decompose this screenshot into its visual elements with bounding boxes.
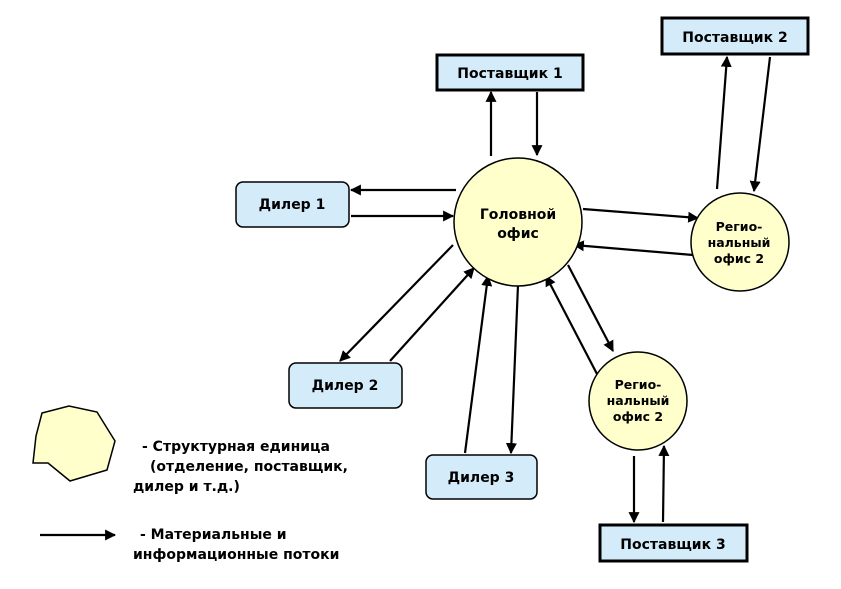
- supplier-2-node: Поставщик 2: [660, 16, 810, 56]
- legend-unit-line1: - Структурная единица: [142, 439, 330, 455]
- edge-regional-bottom-to-head: [545, 275, 598, 375]
- edge-head-to-dealer3: [505, 284, 520, 455]
- legend-flow-line2: информационные потоки: [133, 547, 339, 563]
- dealer-1-label: Дилер 1: [259, 197, 326, 213]
- regional-office-right-node: Регио- нальный офис 2: [690, 192, 790, 292]
- regional-office-bottom-line2: нальный: [607, 393, 670, 408]
- regional-office-right-line3: офис 2: [714, 251, 764, 266]
- head-office-label-line1: Головной: [480, 207, 556, 223]
- dealer-2-node: Дилер 2: [288, 362, 403, 409]
- edge-head-to-dealer2: [339, 244, 454, 362]
- edge-head-to-regional-bottom: [567, 264, 614, 352]
- supplier-2-label: Поставщик 2: [682, 30, 787, 46]
- regional-office-bottom-line1: Регио-: [615, 377, 662, 392]
- legend: - Структурная единица (отделение, постав…: [32, 405, 348, 563]
- regional-office-bottom-line3: офис 2: [613, 409, 663, 424]
- supplier-3-label: Поставщик 3: [620, 537, 725, 553]
- supplier-1-label: Поставщик 1: [457, 66, 562, 82]
- edge-regional-right-to-head: [572, 240, 694, 257]
- legend-unit-line2: (отделение, поставщик,: [150, 459, 348, 475]
- structural-unit-shape-icon: [32, 405, 116, 482]
- edge-dealer3-to-head: [463, 274, 493, 454]
- edge-supplier2-to-regional-right: [749, 56, 772, 193]
- dealer-3-label: Дилер 3: [448, 470, 515, 486]
- edge-supplier3-to-regional-bottom: [658, 444, 670, 523]
- head-office-node: Головной офис: [453, 157, 583, 287]
- dealer-1-node: Дилер 1: [235, 181, 350, 228]
- dealer-2-label: Дилер 2: [312, 378, 379, 394]
- regional-office-right-line2: нальный: [708, 235, 771, 250]
- legend-flow-line1: - Материальные и: [140, 527, 287, 543]
- supplier-1-node: Поставщик 1: [435, 53, 585, 92]
- head-office-label-line2: офис: [497, 226, 539, 242]
- edge-dealer2-to-head: [389, 267, 475, 362]
- edge-head-to-regional-right: [582, 207, 700, 223]
- dealer-3-node: Дилер 3: [425, 454, 538, 500]
- regional-office-bottom-node: Регио- нальный офис 2: [588, 351, 688, 451]
- supplier-3-node: Поставщик 3: [598, 523, 749, 563]
- regional-office-right-line1: Регио-: [716, 219, 763, 234]
- legend-unit-line3: дилер и т.д.): [133, 479, 240, 495]
- edge-regional-right-to-supplier2: [715, 55, 732, 190]
- edges: [339, 55, 772, 524]
